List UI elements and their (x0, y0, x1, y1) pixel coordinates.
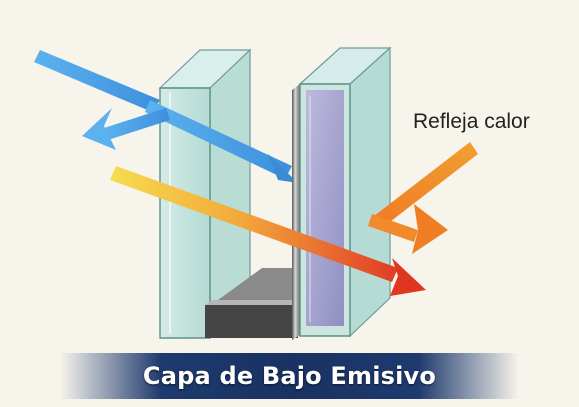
reflected-light-arrowhead (82, 108, 116, 150)
spacer-bar (205, 268, 298, 338)
reflected-heat-arrow (374, 142, 478, 228)
inner-glass-pane (292, 46, 392, 340)
outer-glass-pane (158, 48, 252, 340)
reflects-heat-label: Refleja calor (413, 110, 530, 133)
heat-ray-arrowhead (390, 258, 426, 296)
heat-ray-arrow (110, 166, 398, 282)
title-banner: Capa de Bajo Emisivo (60, 353, 519, 399)
light-ray-arrow-mid (145, 100, 292, 179)
diagram-title: Capa de Bajo Emisivo (142, 362, 437, 390)
reflected-heat-arrow-tail (368, 214, 418, 242)
low-e-coating (306, 90, 344, 326)
reflected-light-arrow (104, 108, 170, 140)
light-ray-arrow (34, 50, 160, 112)
reflected-heat-arrowhead (412, 204, 448, 254)
light-ray-arrowhead (268, 154, 298, 183)
